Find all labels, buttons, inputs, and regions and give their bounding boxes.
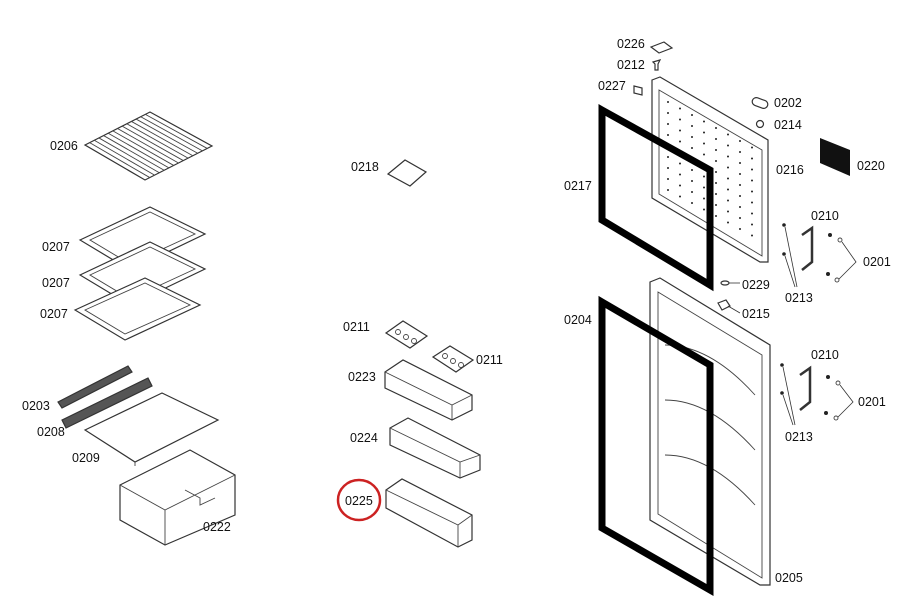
label-0220: 0220 xyxy=(857,159,885,173)
fridge-gasket-0204[interactable] xyxy=(598,295,714,597)
door-bin-0225[interactable] xyxy=(385,478,473,548)
label-0222: 0222 xyxy=(203,520,231,534)
label-0208: 0208 xyxy=(37,425,65,439)
label-0224: 0224 xyxy=(350,431,378,445)
label-0212: 0212 xyxy=(617,58,645,72)
screws-0213-top[interactable] xyxy=(782,223,832,276)
strip-0208[interactable] xyxy=(61,377,153,429)
label-0209: 0209 xyxy=(72,451,100,465)
egg-tray-0211-right[interactable] xyxy=(431,345,475,373)
hinge-block-0215[interactable] xyxy=(717,299,741,314)
label-0207: 0207 xyxy=(40,307,68,321)
label-0210: 0210 xyxy=(811,348,839,362)
label-0216: 0216 xyxy=(776,163,804,177)
hinge-pin-0212[interactable] xyxy=(651,59,662,71)
handle-0210-top[interactable] xyxy=(801,225,814,271)
label-0213: 0213 xyxy=(785,291,813,305)
cap-0202[interactable] xyxy=(751,97,769,110)
label-0211: 0211 xyxy=(343,320,370,334)
glass-shelf-0207-bottom[interactable] xyxy=(73,277,202,341)
door-bin-0224[interactable] xyxy=(389,417,481,479)
label-0201: 0201 xyxy=(863,255,891,269)
label-0203: 0203 xyxy=(22,399,50,413)
egg-tray-0211-left[interactable] xyxy=(384,320,429,349)
label-0214: 0214 xyxy=(774,118,802,132)
door-bin-0223[interactable] xyxy=(384,359,473,421)
label-0211: 0211 xyxy=(476,353,503,367)
label-0206: 0206 xyxy=(50,139,78,153)
highlight-circle xyxy=(336,478,382,522)
label-0215: 0215 xyxy=(742,307,770,321)
label-0202: 0202 xyxy=(774,96,802,110)
label-plate-0220[interactable] xyxy=(820,138,850,176)
label-0227: 0227 xyxy=(598,79,626,93)
crisper-cover-0209[interactable] xyxy=(83,392,220,466)
label-0218: 0218 xyxy=(351,160,379,174)
freezer-gasket-0217[interactable] xyxy=(598,104,714,292)
label-0213: 0213 xyxy=(785,430,813,444)
label-0217: 0217 xyxy=(564,179,592,193)
plug-0227[interactable] xyxy=(633,85,643,96)
strip-0203[interactable] xyxy=(57,365,133,409)
screws-0213-bottom[interactable] xyxy=(780,363,830,415)
label-0226: 0226 xyxy=(617,37,645,51)
label-0207: 0207 xyxy=(42,276,70,290)
crisper-drawer-0222[interactable] xyxy=(119,449,236,546)
handle-0210-bottom[interactable] xyxy=(799,365,812,411)
egg-tray-0218[interactable] xyxy=(386,159,428,187)
label-0229: 0229 xyxy=(742,278,770,292)
label-0225: 0225 xyxy=(345,494,373,508)
label-0204: 0204 xyxy=(564,313,592,327)
hinge-0214[interactable] xyxy=(755,119,765,129)
label-0201: 0201 xyxy=(858,395,886,409)
label-0223: 0223 xyxy=(348,370,376,384)
label-0205: 0205 xyxy=(775,571,803,585)
label-0207: 0207 xyxy=(42,240,70,254)
hinge-cover-0226[interactable] xyxy=(649,41,674,54)
wire-shelf-0206[interactable] xyxy=(83,111,214,181)
washer-0229[interactable] xyxy=(720,280,740,286)
label-0210: 0210 xyxy=(811,209,839,223)
